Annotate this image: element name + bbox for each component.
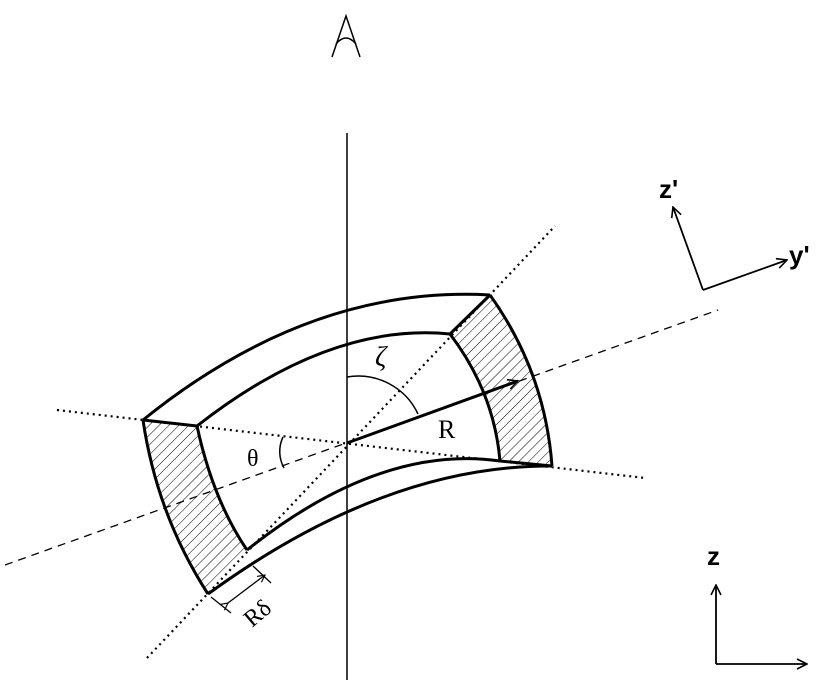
inner-top-edge	[196, 331, 451, 428]
thickness-label: Rδ	[239, 595, 277, 632]
left-top-face-edge	[142, 418, 198, 428]
right-top-face-edge	[448, 293, 492, 336]
y-prime-label: y'	[789, 240, 810, 270]
right-inner-edge	[448, 333, 502, 462]
left-inner-edge	[195, 425, 249, 551]
theta-angle-arc	[279, 436, 285, 469]
right-bottom-face-edge	[499, 459, 553, 468]
left-cross-section-hatch	[143, 420, 247, 594]
zeta-label: ζ	[375, 342, 388, 373]
radius-arrow	[346, 381, 518, 445]
thickness-dimension-arrow	[228, 575, 265, 603]
z-prime-axis-arrow	[673, 207, 704, 291]
shell-outline	[141, 292, 554, 596]
right-cross-section-hatch	[450, 295, 552, 466]
thickness-extension-line	[252, 565, 272, 584]
y-prime-axis-arrow	[702, 260, 787, 291]
left-outer-edge	[141, 419, 210, 595]
inner-bottom-edge	[246, 457, 501, 552]
radius-label: R	[438, 415, 456, 444]
thickness-extension-line-2	[210, 596, 232, 614]
outer-top-edge	[142, 292, 491, 422]
z-label: z	[707, 541, 720, 571]
eye-viewer-icon	[331, 13, 361, 58]
primed-coordinate-axes: z' y'	[659, 174, 810, 291]
z-prime-label: z'	[659, 174, 678, 204]
dotted-horizontal-line	[56, 408, 646, 480]
theta-label: θ	[247, 446, 259, 472]
outer-bottom-edge	[207, 464, 553, 596]
zeta-angle-arc	[346, 375, 419, 415]
fixed-coordinate-axes: z	[707, 541, 807, 664]
